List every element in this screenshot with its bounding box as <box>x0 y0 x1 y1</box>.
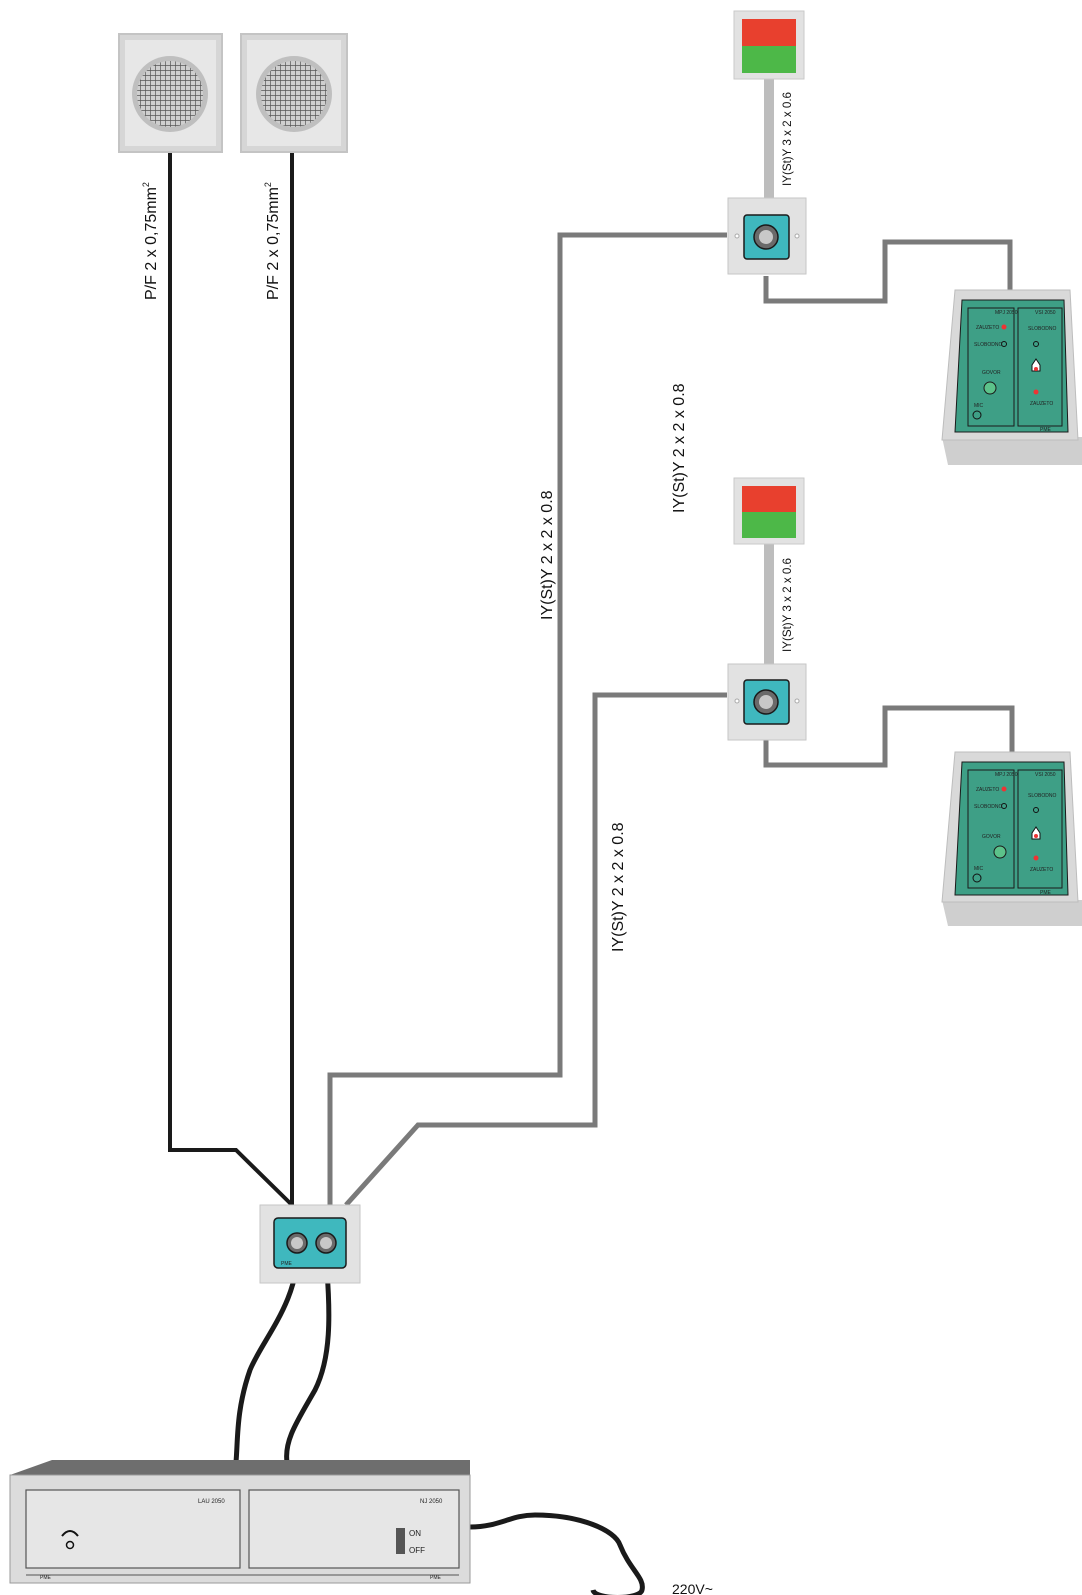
amp-cable-2 <box>284 1247 332 1463</box>
junction-box-brand: PME <box>281 1261 293 1267</box>
station-2-free-label: SLOBODNO <box>974 804 1002 810</box>
station-1-right-free-label: SLOBODNO <box>1028 326 1056 332</box>
line-cable-long <box>327 232 727 1205</box>
station-1-talk-button[interactable] <box>983 381 997 395</box>
line-cable-short <box>344 692 727 1207</box>
station-1-busy-label: ZAUZETO <box>976 325 999 331</box>
power-label: 220V~ <box>672 1581 713 1595</box>
station-2-busy-led <box>1001 786 1007 792</box>
power-switch-off-label: OFF <box>409 1546 425 1555</box>
signal-lamp-1 <box>733 10 805 80</box>
line-mid-label: IY(St)Y 2 x 2 x 0.8 <box>671 383 688 513</box>
station-2-right-busy-led <box>1033 855 1039 861</box>
amplifier-left-brand: PME <box>40 1575 52 1581</box>
lamp-cable-1-label: IY(St)Y 3 x 2 x 0.6 <box>780 92 794 186</box>
station-1-right-busy-led <box>1033 389 1039 395</box>
wall-jack-1 <box>727 197 807 275</box>
power-switch-on-label: ON <box>409 1529 421 1538</box>
station-1-talk-label: GOVOR <box>982 370 1001 376</box>
station-1-right-led <box>1033 341 1039 347</box>
station-2-talk-button[interactable] <box>993 845 1007 859</box>
volume-knob-icon[interactable] <box>61 1530 79 1537</box>
desk-station-2: MPJ 2050 VSI 2050 ZAUZETO SLOBODNO GOVOR… <box>941 751 1082 926</box>
lamp-cable-2-label: IY(St)Y 3 x 2 x 0.6 <box>780 558 794 652</box>
ceiling-speaker-2 <box>240 33 348 153</box>
power-cable <box>469 1512 645 1595</box>
station-2-right-title: VSI 2050 <box>1035 772 1056 778</box>
station-1-right-title: VSI 2050 <box>1035 310 1056 316</box>
wall-jack-2 <box>727 663 807 741</box>
station-2-busy-label: ZAUZETO <box>976 787 999 793</box>
desk-station-1: MPJ 2050 VSI 2050 ZAUZETO SLOBODNO GOVOR… <box>941 289 1082 465</box>
speaker-cable-1-label: P/F 2 x 0,75mm2 <box>141 182 160 300</box>
speaker-cable-1 <box>168 150 294 1207</box>
station-2-right-led <box>1033 807 1039 813</box>
station-2-brand: PME <box>1040 890 1052 896</box>
station-1-mic-label: MIC <box>974 403 984 409</box>
station-1-right-busy-label: ZAUZETO <box>1030 401 1053 407</box>
station-cable-1 <box>763 239 1013 304</box>
station-2-talk-label: GOVOR <box>982 834 1001 840</box>
power-switch[interactable] <box>396 1528 405 1554</box>
amp-cable-1 <box>233 1247 300 1463</box>
junction-box: PME <box>259 1204 361 1284</box>
amplifier-left-label: LAU 2050 <box>198 1499 225 1505</box>
signal-lamp-2 <box>733 477 805 545</box>
line-long-label: IY(St)Y 2 x 2 x 0.8 <box>539 490 556 620</box>
station-2-right-busy-label: ZAUZETO <box>1030 867 1053 873</box>
amplifier-unit: LAU 2050 NJ 2050 ON OFF PME PME <box>9 1460 471 1584</box>
station-2-mic-icon <box>972 873 982 883</box>
station-1-brand: PME <box>1040 427 1052 433</box>
ceiling-speaker-1 <box>118 33 223 153</box>
amplifier-right-label: NJ 2050 <box>420 1499 443 1505</box>
station-2-free-led <box>1001 803 1007 809</box>
speaker-cable-2-label: P/F 2 x 0,75mm2 <box>263 182 282 300</box>
station-1-left-title: MPJ 2050 <box>995 310 1018 316</box>
line-short-label: IY(St)Y 2 x 2 x 0.8 <box>610 822 627 952</box>
station-2-mic-label: MIC <box>974 866 984 872</box>
station-2-left-title: MPJ 2050 <box>995 772 1018 778</box>
station-1-mic-icon <box>972 410 982 420</box>
station-1-free-led <box>1001 341 1007 347</box>
station-1-busy-led <box>1001 324 1007 330</box>
amplifier-right-brand: PME <box>430 1575 442 1581</box>
station-2-right-free-label: SLOBODNO <box>1028 793 1056 799</box>
station-1-free-label: SLOBODNO <box>974 342 1002 348</box>
station-cable-2 <box>763 705 1015 768</box>
